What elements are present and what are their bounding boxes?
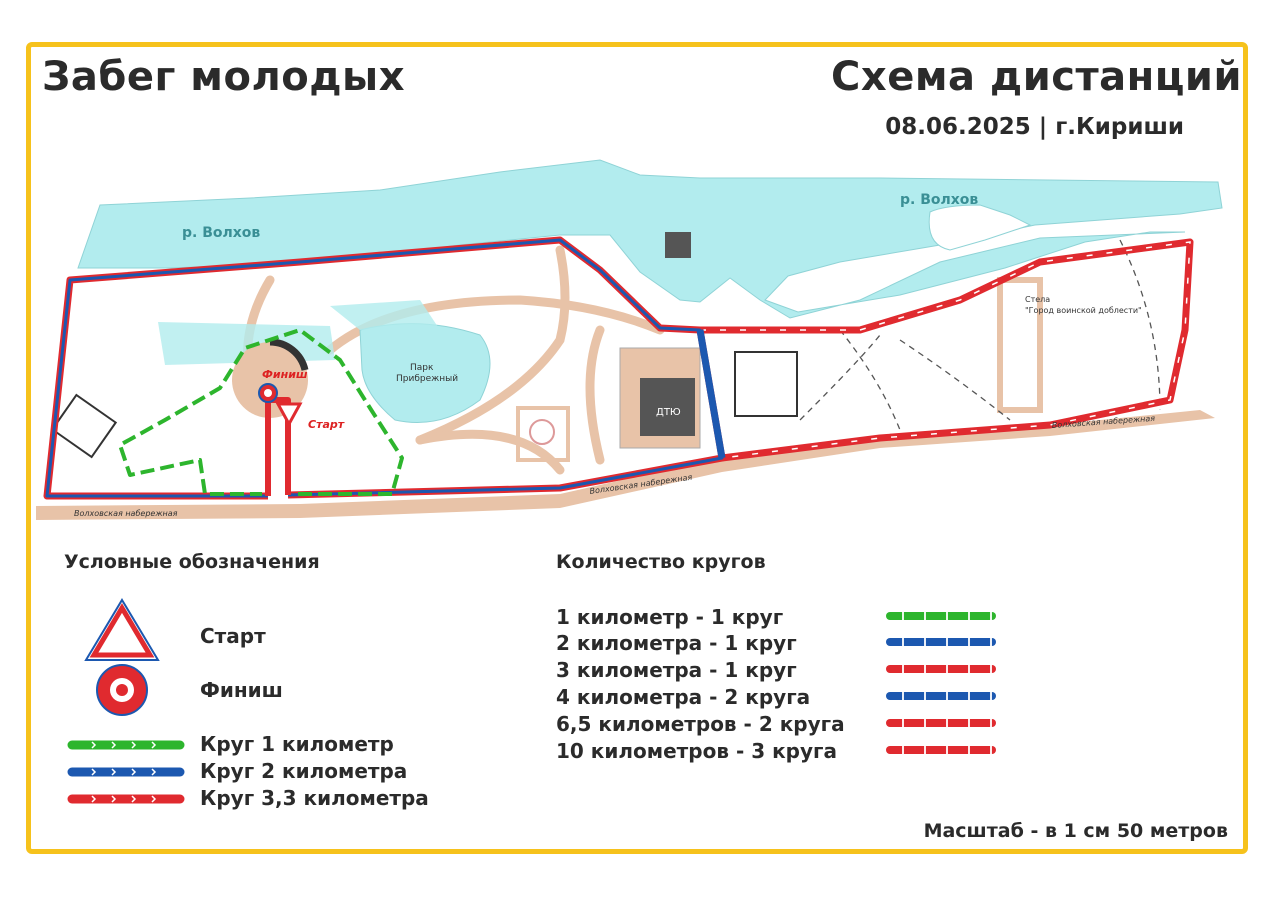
laps-line-4	[886, 692, 996, 700]
route-blue-inner	[45, 238, 724, 498]
laps-row-2: 2 километра - 1 круг	[556, 631, 797, 655]
stage-arc	[269, 338, 309, 371]
legend-loop-lines	[67, 740, 185, 804]
laps-row-3: 3 километра - 1 круг	[556, 658, 797, 682]
park-label-1: Парк	[410, 363, 434, 373]
helipad	[529, 419, 555, 445]
square-building	[734, 351, 798, 417]
stela-label-2: "Город воинской доблести"	[1025, 306, 1142, 315]
dtyu-core	[640, 378, 695, 436]
legend-start-icon-outline	[84, 598, 160, 661]
finish-marker-center	[264, 389, 272, 397]
legend-finish-center	[116, 684, 128, 696]
laps-line-2	[886, 638, 996, 646]
pond-top	[330, 300, 440, 330]
river-label-right: р. Волхов	[900, 192, 978, 208]
laps-line-1	[886, 612, 996, 620]
river-inner-island	[928, 204, 1032, 251]
laps-line-6	[886, 746, 996, 754]
route-start-stub	[265, 397, 291, 496]
poster-frame	[26, 42, 1248, 854]
laps-heading: Количество кругов	[556, 551, 766, 573]
laps-row-4: 4 километра - 2 круга	[556, 685, 811, 709]
sports-court	[50, 393, 118, 459]
route-blue-connector	[696, 329, 726, 459]
legend-loop-2km: Круг 2 километра	[200, 759, 408, 783]
legend-start-label: Старт	[200, 624, 266, 648]
date-location: 08.06.2025 | г.Кириши	[885, 114, 1184, 140]
legend-loop-3km: Круг 3,3 километра	[200, 786, 429, 810]
stela-monument	[997, 277, 1043, 413]
laps-line-5	[886, 719, 996, 727]
start-marker	[275, 402, 303, 428]
dtyu-label: ДТЮ	[656, 407, 681, 418]
route-green-1km	[118, 328, 404, 496]
embankment-label-left: Волховская набережная	[74, 509, 178, 518]
event-title: Забег молодых	[42, 54, 406, 100]
legend-loop-1km: Круг 1 километр	[200, 732, 394, 756]
laps-line-3	[886, 665, 996, 673]
laps-row-6: 10 километров - 3 круга	[556, 739, 837, 763]
start-map-label: Старт	[308, 418, 345, 431]
legend-start-icon	[89, 603, 155, 658]
river-label-left: р. Волхов	[182, 225, 260, 241]
legend-finish-label: Финиш	[200, 678, 283, 702]
route-red-3-3km	[700, 238, 1194, 462]
legend-heading: Условные обозначения	[64, 551, 320, 573]
trails	[799, 239, 1161, 431]
finish-map-label: Финиш	[262, 368, 308, 381]
river-volkhov	[77, 159, 1223, 319]
stela-label-1: Стела	[1025, 295, 1050, 304]
map-scale: Масштаб - в 1 см 50 метров	[923, 820, 1228, 842]
helipad-area	[516, 406, 570, 462]
park-label-2: Прибрежный	[396, 374, 458, 384]
laps-row-5: 6,5 километров - 2 круга	[556, 712, 845, 736]
laps-row-1: 1 километр - 1 круг	[556, 605, 784, 629]
church	[665, 232, 691, 258]
map-title: Схема дистанций	[831, 54, 1242, 100]
